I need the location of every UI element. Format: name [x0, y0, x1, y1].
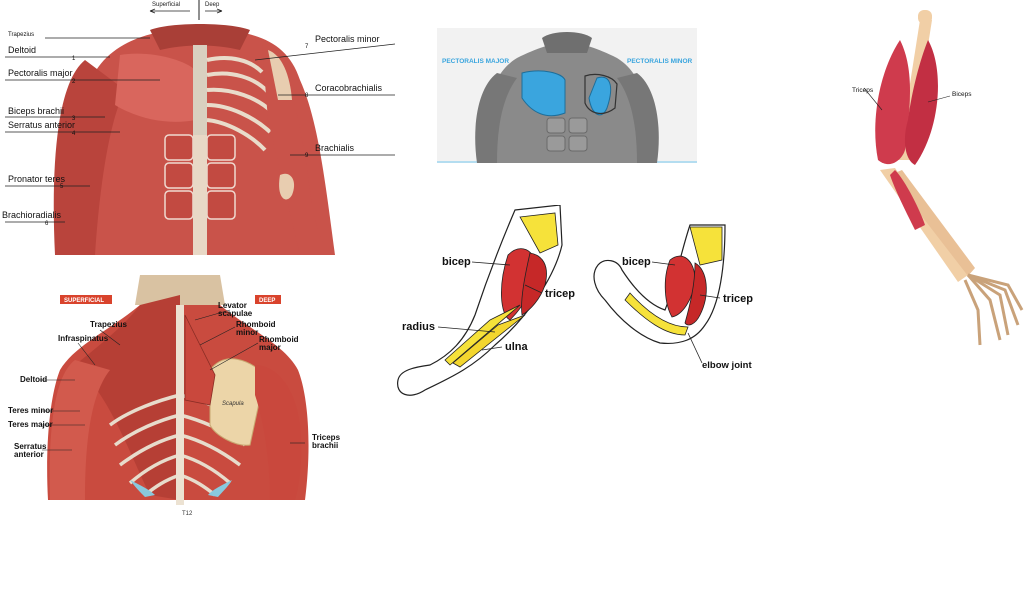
pectoralis-minor-highlight — [588, 76, 612, 116]
back-diagram: SUPERFICIAL DEEP Trapezius Infraspinatus… — [0, 271, 341, 525]
label-rhomboid-major-1: Rhomboid — [259, 335, 299, 344]
superficial-badge — [60, 295, 112, 304]
label-serratus-1: Serratus — [14, 442, 47, 451]
label-ulna: ulna — [505, 341, 528, 353]
num-coracobrachialis: 8 — [305, 93, 309, 99]
label-tricep-left: tricep — [545, 288, 575, 300]
scapula-bone — [209, 358, 266, 446]
num-brachialis: 9 — [305, 153, 309, 159]
label-brachialis: Brachialis — [315, 143, 355, 153]
label-serratus-2: anterior — [14, 450, 44, 459]
label-coracobrachialis: Coracobrachialis — [315, 83, 383, 93]
label-pectoralis-major: PECTORALIS MAJOR — [442, 58, 509, 65]
pectoralis-major-highlight — [521, 70, 566, 117]
label-brachioradialis: Brachioradialis — [2, 210, 62, 220]
label-t12: T12 — [182, 511, 193, 517]
biceps-muscle — [904, 40, 938, 165]
num-brachioradialis: 6 — [45, 221, 49, 227]
label-teres-major: Teres major — [8, 420, 53, 429]
num-pectoralis-major: 2 — [72, 79, 76, 85]
label-rhomboid-minor-1: Rhomboid — [236, 320, 276, 329]
num-pectoralis-minor: 7 — [305, 44, 309, 50]
num-biceps-brachii: 3 — [72, 116, 76, 122]
label-bicep-left: bicep — [442, 256, 471, 268]
header-superficial: Superficial — [152, 2, 180, 8]
triceps-muscle — [875, 40, 910, 165]
left-arm-illustration — [397, 204, 563, 396]
label-rhomboid-major-2: major — [259, 343, 281, 352]
pectoral-svg: PECTORALIS MAJOR PECTORALIS MINOR — [437, 28, 697, 163]
leader-lines — [5, 37, 396, 223]
back-illustration — [47, 271, 309, 505]
label-bicep-right: bicep — [622, 256, 651, 268]
label-pronator-teres: Pronator teres — [8, 174, 66, 184]
num-pronator-teres: 5 — [60, 184, 64, 190]
back-svg: SUPERFICIAL DEEP Trapezius Infraspinatus… — [8, 271, 341, 517]
label-triceps-2: brachii — [312, 441, 338, 450]
back-leader-lines — [40, 309, 305, 451]
label-elbow-joint: elbow joint — [702, 360, 752, 371]
torso-illustration — [53, 24, 336, 255]
label-pectoralis-major: Pectoralis major — [8, 68, 73, 78]
elbow-diagram: bicep tricep radius ulna bicep tricep el… — [390, 204, 760, 405]
label-biceps-brachii: Biceps brachii — [8, 106, 64, 116]
label-tricep-right: tricep — [723, 293, 753, 305]
num-serratus-anterior: 4 — [72, 131, 76, 137]
header-deep: Deep — [205, 2, 220, 8]
deep-badge — [255, 295, 281, 304]
deep-badge-text: DEEP — [259, 298, 275, 304]
label-trapezius: Trapezius — [90, 320, 127, 329]
label-levator-2: scapulae — [218, 309, 253, 318]
elbow-leader-lines — [437, 261, 721, 364]
label-serratus-anterior: Serratus anterior — [8, 120, 75, 130]
front-torso-diagram: Superficial Deep — [0, 0, 400, 258]
label-scapula: Scapula — [222, 401, 244, 407]
label-biceps: Biceps — [952, 91, 972, 98]
arrow-right-icon — [205, 8, 223, 14]
label-triceps: Triceps — [852, 87, 874, 94]
arm-side-svg: Triceps Biceps — [852, 10, 1024, 346]
label-pectoralis-minor: Pectoralis minor — [315, 34, 380, 44]
label-trapezius: Trapezius — [8, 32, 34, 38]
label-deltoid: Deltoid — [20, 375, 47, 384]
pectoral-diagram: PECTORALIS MAJOR PECTORALIS MINOR — [437, 28, 697, 163]
label-levator-1: Levator — [218, 301, 247, 310]
label-rhomboid-minor-2: minor — [236, 328, 258, 337]
arm-side-diagram: Triceps Biceps — [840, 10, 1024, 355]
label-infraspinatus: Infraspinatus — [58, 334, 109, 343]
elbow-svg: bicep tricep radius ulna bicep tricep el… — [397, 204, 753, 396]
right-arm-illustration — [593, 224, 726, 345]
label-pectoralis-minor: PECTORALIS MINOR — [627, 58, 693, 65]
label-radius: radius — [402, 321, 435, 333]
label-teres-minor: Teres minor — [8, 406, 53, 415]
arrow-left-icon — [149, 8, 190, 14]
num-deltoid: 1 — [72, 56, 76, 62]
label-deltoid: Deltoid — [8, 45, 36, 55]
label-triceps-1: Triceps — [312, 433, 340, 442]
superficial-badge-text: SUPERFICIAL — [64, 298, 104, 304]
front-torso-svg: Superficial Deep — [2, 0, 396, 255]
